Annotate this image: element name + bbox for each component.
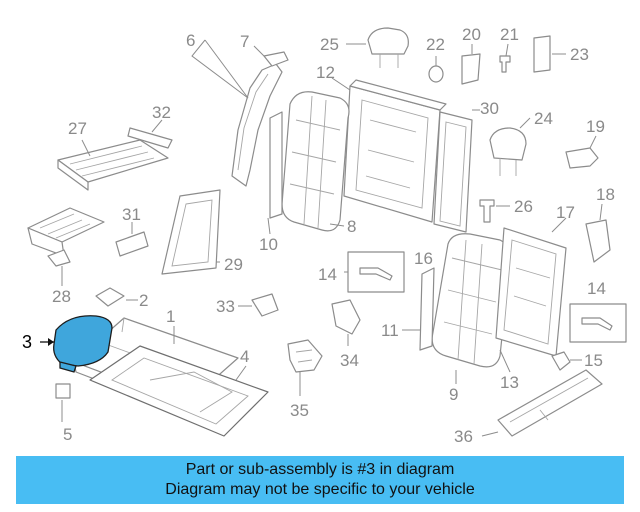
part-36-trim-strip <box>481 369 603 437</box>
part-28-armrest-frame <box>27 207 105 286</box>
callout-1: 1 <box>166 307 175 326</box>
callout-18: 18 <box>596 185 615 204</box>
callout-8: 8 <box>347 217 356 236</box>
callout-11: 11 <box>381 321 399 340</box>
callout-21: 21 <box>500 25 519 44</box>
callout-19: 19 <box>586 117 605 136</box>
callout-17: 17 <box>556 203 575 222</box>
callout-22: 22 <box>426 35 445 54</box>
callout-7: 7 <box>240 32 249 51</box>
part-9-backrest-cushion-right <box>402 233 511 384</box>
part-35-latch <box>287 339 323 396</box>
callout-15: 15 <box>584 351 603 370</box>
part-18-bracket <box>585 203 611 263</box>
part-13-backrest-frame-right <box>495 217 567 373</box>
parts-diagram: 1 2 3 4 5 6 7 8 9 10 11 12 13 14 14 15 1… <box>22 25 627 446</box>
callout-3: 3 <box>22 332 32 352</box>
callout-31: 31 <box>122 205 141 224</box>
callout-26: 26 <box>514 197 533 216</box>
callout-33: 33 <box>216 297 235 316</box>
part-29-armrest-housing <box>161 189 221 275</box>
callout-34: 34 <box>340 351 359 370</box>
banner-line-part-number: Part or sub-assembly is #3 in diagram <box>185 461 455 478</box>
callout-labels: 1 2 3 4 5 6 7 8 9 10 11 12 13 14 14 15 1… <box>22 25 615 446</box>
callout-29: 29 <box>224 255 243 274</box>
small-hardware-top <box>428 35 599 176</box>
part-15-clip <box>551 351 582 371</box>
callout-28: 28 <box>52 287 71 306</box>
part-31-cover <box>115 222 149 257</box>
callout-2: 2 <box>139 291 148 310</box>
callout-6: 6 <box>186 31 195 50</box>
callout-23: 23 <box>570 45 589 64</box>
info-banner: Part or sub-assembly is #3 in diagram Di… <box>16 456 624 504</box>
callout-14-right: 14 <box>587 279 606 298</box>
part-12-backrest-frame <box>331 77 480 233</box>
part-34-bracket <box>331 299 361 346</box>
part-2-clip <box>95 287 138 307</box>
callout-9: 9 <box>449 385 458 404</box>
part-14-bolt-right <box>569 303 627 343</box>
callout-27: 27 <box>68 119 87 138</box>
callout-25: 25 <box>320 35 339 54</box>
callout-20: 20 <box>462 25 481 44</box>
callout-16: 16 <box>414 249 433 268</box>
callout-32: 32 <box>152 103 171 122</box>
part-14-bolt-left <box>344 251 405 293</box>
callout-14-left: 14 <box>318 265 337 284</box>
callout-35: 35 <box>290 401 309 420</box>
callout-30: 30 <box>480 99 499 118</box>
callout-5: 5 <box>63 425 72 444</box>
part-33-bracket <box>238 293 279 317</box>
callout-4: 4 <box>240 347 249 366</box>
part-26-bolt <box>479 199 510 223</box>
callout-36: 36 <box>454 427 473 446</box>
callout-12: 12 <box>316 63 335 82</box>
part-4-seat-frame <box>89 345 269 437</box>
part-27-armrest-cover <box>57 119 173 191</box>
part-3-side-bolster-highlighted <box>40 315 113 373</box>
part-5-clip <box>55 383 71 422</box>
part-25-headrest <box>346 27 409 68</box>
banner-line-disclaimer: Diagram may not be specific to your vehi… <box>165 481 475 498</box>
callout-24: 24 <box>534 109 553 128</box>
callout-13: 13 <box>500 373 519 392</box>
part-6-side-trim <box>191 39 289 187</box>
callout-10: 10 <box>259 235 278 254</box>
part-8-backrest-cushion <box>267 91 350 235</box>
